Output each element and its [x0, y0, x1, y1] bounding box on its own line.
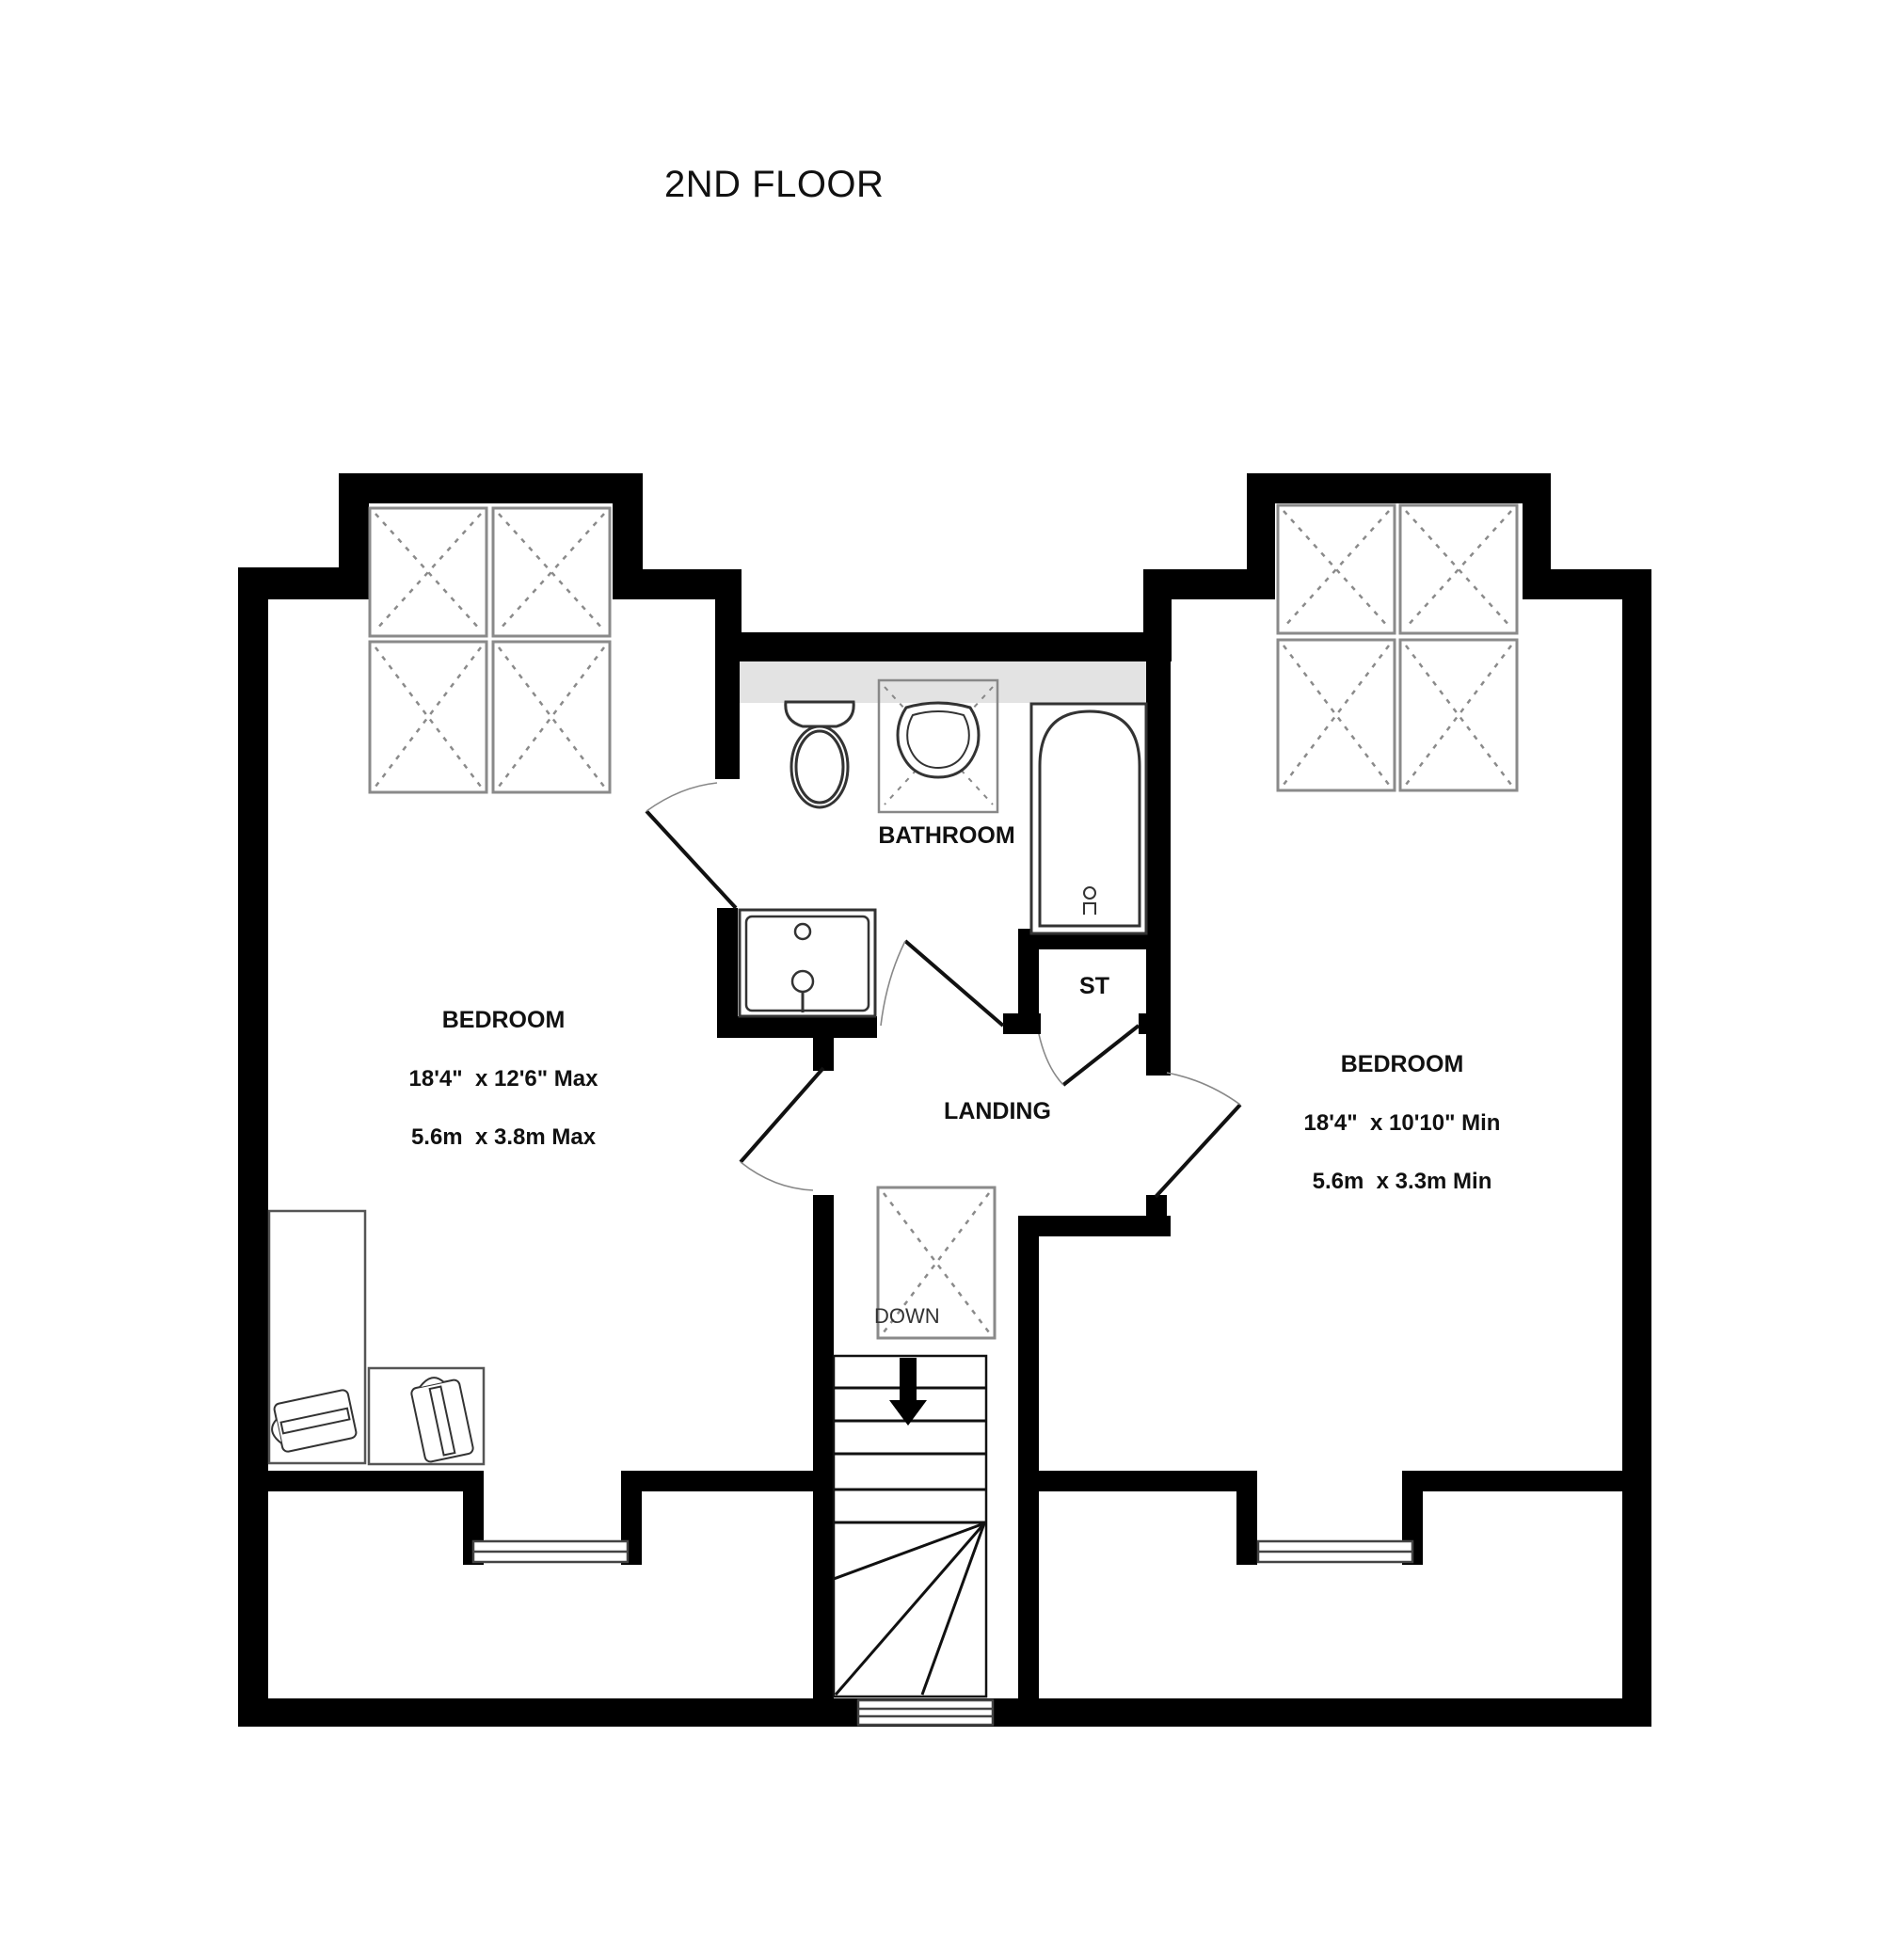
basin-icon [877, 678, 999, 814]
window-icon [471, 1539, 1414, 1727]
wardrobe [267, 1209, 486, 1466]
room-dimensions-imperial: 18'4" x 12'6" Max [408, 1065, 598, 1092]
room-name: BEDROOM [1340, 1050, 1464, 1077]
room-dimensions-metric: 5.6m x 3.8m Max [410, 1124, 597, 1151]
door-swing-icon [645, 782, 1242, 1199]
room-dimensions-imperial: 18'4" x 10'10" Min [1303, 1109, 1501, 1136]
floor-title: 2ND FLOOR [664, 164, 885, 205]
room-dimensions-metric: 5.6m x 3.3m Min [1312, 1169, 1492, 1195]
room-name: BEDROOM [441, 1006, 566, 1033]
room-label-landing: LANDING [944, 1098, 1051, 1124]
room-label-bedroom-left: BEDROOM 18'4" x 12'6" Max 5.6m x 3.8m Ma… [369, 973, 638, 1168]
armchair-icon [271, 1377, 474, 1463]
room-label-bedroom-right: BEDROOM 18'4" x 10'10" Min 5.6m x 3.3m M… [1261, 1017, 1543, 1212]
bathtub-icon [1029, 702, 1148, 935]
walls [238, 473, 1651, 1727]
bath-shelf [740, 661, 1146, 703]
down-arrow-icon [889, 1358, 927, 1426]
stairs-down-label: DOWN [874, 1304, 940, 1328]
room-label-storage: ST [1079, 973, 1109, 999]
shower-tray-icon [738, 908, 877, 1018]
room-label-bathroom: BATHROOM [878, 822, 1015, 849]
toilet-icon [784, 700, 855, 809]
skylight-icon [368, 503, 1519, 1340]
